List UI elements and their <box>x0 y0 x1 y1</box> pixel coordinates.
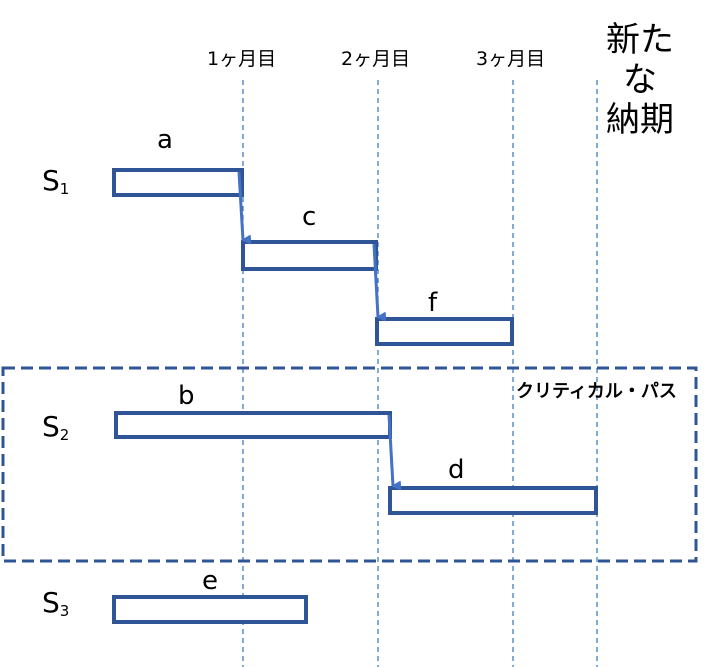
new-deadline-line2: 納期 <box>606 100 674 140</box>
dependency-arrow-a-c <box>237 171 252 245</box>
schedule-label-s1: S1 <box>42 164 70 199</box>
task-bar-b <box>114 411 392 439</box>
task-bar-f <box>375 317 514 346</box>
task-label-b: b <box>178 381 195 411</box>
month1-label: 1ヶ月目 <box>207 48 277 70</box>
dependency-arrow-b-d <box>387 414 402 491</box>
task-bar-a <box>112 168 244 197</box>
task-label-f: f <box>428 288 438 318</box>
critical-path-label: クリティカル・パス <box>516 381 677 402</box>
task-bar-e <box>112 595 308 624</box>
schedule-label-s2: S2 <box>42 410 70 445</box>
month3-label: 3ヶ月目 <box>476 48 546 70</box>
new-deadline-line1: 新たな <box>606 20 674 100</box>
task-bar-d <box>388 486 598 515</box>
task-label-d: d <box>448 455 465 485</box>
task-label-a: a <box>157 125 173 155</box>
schedule-label-s3: S3 <box>42 586 70 621</box>
month2-label: 2ヶ月目 <box>341 48 411 70</box>
critical-path-box <box>1 366 698 563</box>
task-bar-c <box>241 240 378 271</box>
new-deadline-label: 新たな 納期 <box>590 20 690 140</box>
task-label-e: e <box>202 566 218 596</box>
task-label-c: c <box>302 202 317 232</box>
dependency-arrow-c-f <box>372 243 387 322</box>
